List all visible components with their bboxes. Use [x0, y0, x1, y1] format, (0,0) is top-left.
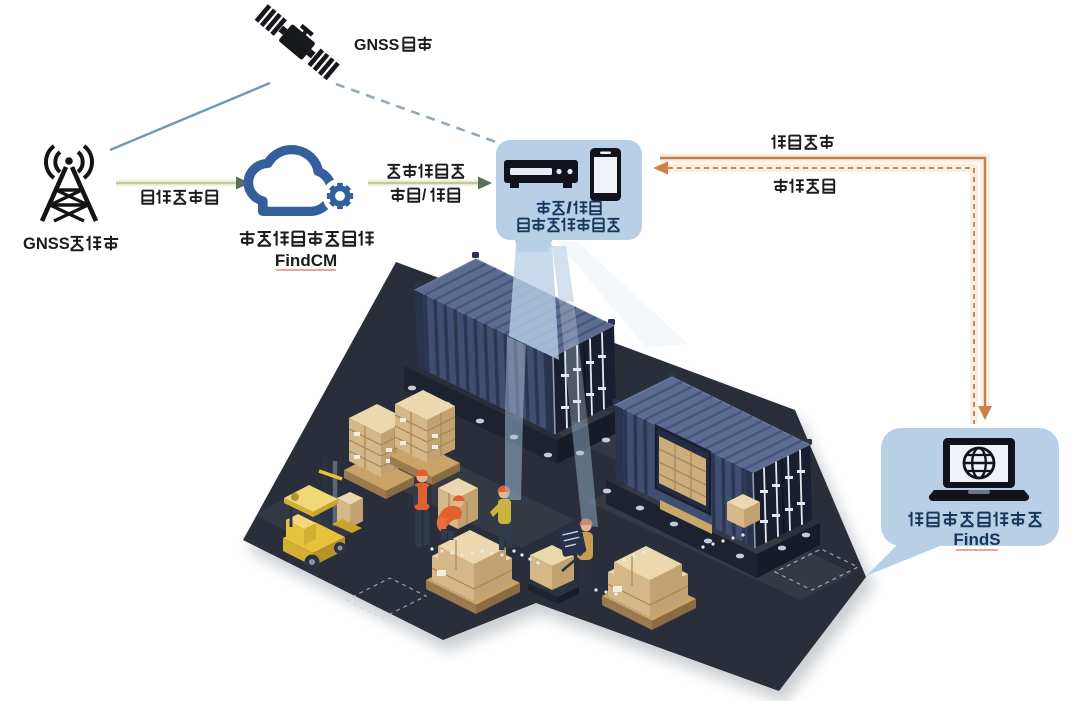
svg-text:GNSS: GNSS	[354, 37, 400, 54]
svg-text:/: /	[567, 200, 572, 217]
svg-text:/: /	[422, 187, 427, 204]
svg-text:FindS: FindS	[953, 530, 1000, 549]
svg-text:GNSS: GNSS	[23, 235, 70, 253]
svg-text:FindCM: FindCM	[275, 251, 337, 270]
